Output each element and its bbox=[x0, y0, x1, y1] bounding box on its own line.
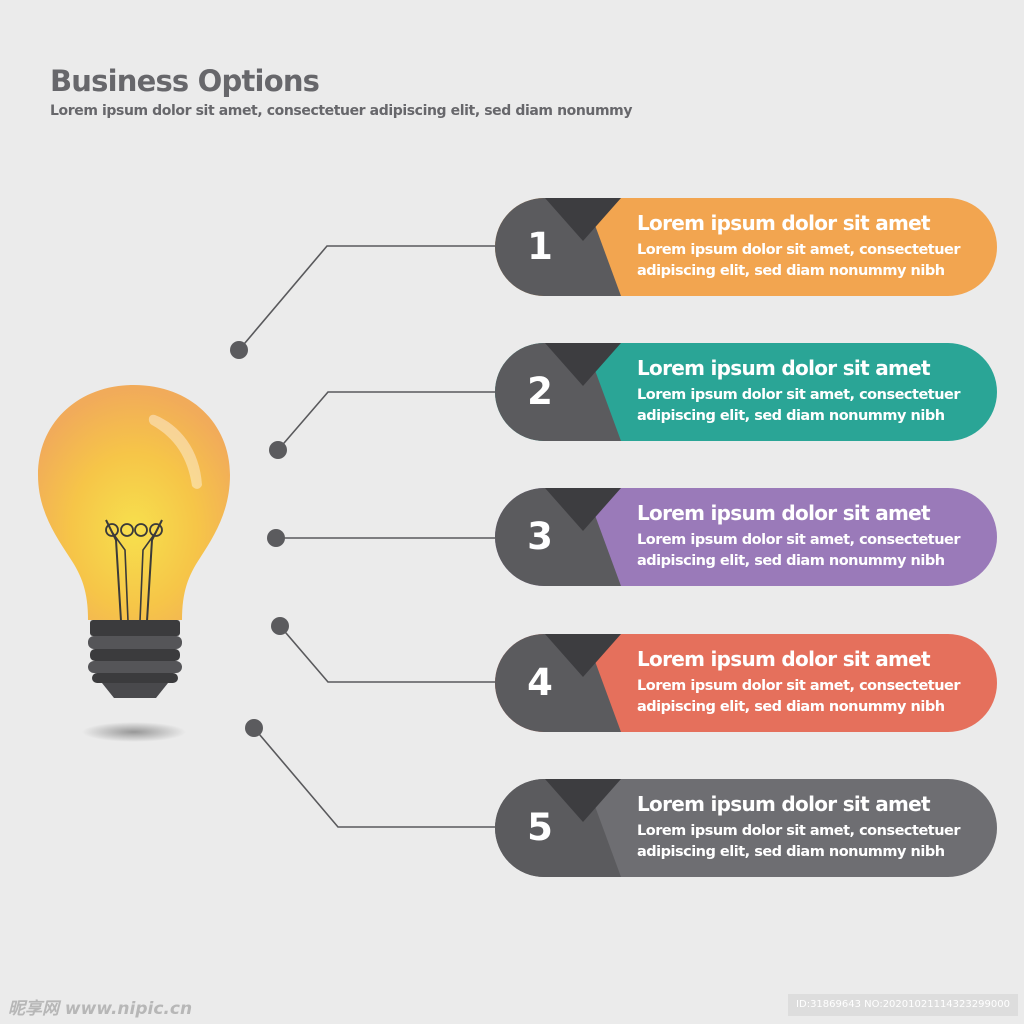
option-card-5: 5 Lorem ipsum dolor sit amet Lorem ipsum… bbox=[495, 779, 997, 877]
option-title-2: Lorem ipsum dolor sit amet bbox=[637, 356, 931, 380]
option-card-4: 4 Lorem ipsum dolor sit amet Lorem ipsum… bbox=[495, 634, 997, 732]
option-title-3: Lorem ipsum dolor sit amet bbox=[637, 501, 931, 525]
option-tab-2 bbox=[495, 343, 621, 441]
watermark-id: ID:31869643 NO:20201021114323299000 bbox=[788, 994, 1018, 1016]
page-title: Business Options bbox=[50, 64, 320, 98]
option-number-4: 4 bbox=[527, 661, 553, 704]
connector-dot-1 bbox=[230, 341, 248, 359]
option-tab-5 bbox=[495, 779, 621, 877]
option-card-3: 3 Lorem ipsum dolor sit amet Lorem ipsum… bbox=[495, 488, 997, 586]
option-tab-1 bbox=[495, 198, 621, 296]
connector-dot-2 bbox=[269, 441, 287, 459]
option-desc-2: Lorem ipsum dolor sit amet, consectetuer… bbox=[637, 387, 961, 424]
connector-dot-3 bbox=[267, 529, 285, 547]
option-title-4: Lorem ipsum dolor sit amet bbox=[637, 647, 931, 671]
option-number-3: 3 bbox=[527, 515, 553, 558]
option-desc-5: Lorem ipsum dolor sit amet, consectetuer… bbox=[637, 823, 961, 860]
option-tab-4 bbox=[495, 634, 621, 732]
page-subtitle: Lorem ipsum dolor sit amet, consectetuer… bbox=[50, 103, 633, 119]
option-tab-3 bbox=[495, 488, 621, 586]
option-title-5: Lorem ipsum dolor sit amet bbox=[637, 792, 931, 816]
option-desc-4: Lorem ipsum dolor sit amet, consectetuer… bbox=[637, 678, 961, 715]
connector-dot-5 bbox=[245, 719, 263, 737]
connector-dot-4 bbox=[271, 617, 289, 635]
option-card-1: 1 Lorem ipsum dolor sit amet Lorem ipsum… bbox=[495, 198, 997, 296]
lightbulb-icon bbox=[30, 380, 240, 754]
connector-line-4 bbox=[279, 625, 495, 683]
option-card-2: 2 Lorem ipsum dolor sit amet Lorem ipsum… bbox=[495, 343, 997, 441]
option-title-1: Lorem ipsum dolor sit amet bbox=[637, 211, 931, 235]
connector-line-1 bbox=[238, 245, 495, 351]
option-number-5: 5 bbox=[527, 806, 553, 849]
option-number-1: 1 bbox=[527, 225, 553, 268]
connector-line-2 bbox=[277, 391, 495, 451]
option-number-2: 2 bbox=[527, 370, 553, 413]
watermark-site: 昵享网 www.nipic.cn bbox=[8, 999, 193, 1019]
option-desc-1: Lorem ipsum dolor sit amet, consectetuer… bbox=[637, 242, 961, 279]
connector-line-5 bbox=[253, 727, 495, 828]
option-desc-3: Lorem ipsum dolor sit amet, consectetuer… bbox=[637, 532, 961, 569]
